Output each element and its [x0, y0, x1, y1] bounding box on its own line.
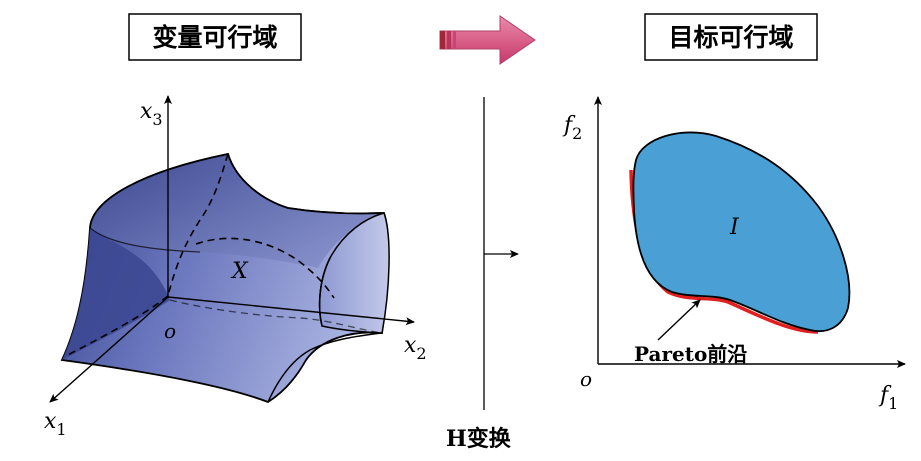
hidden-edge-4: [169, 299, 383, 334]
left-region-label: X: [230, 259, 249, 284]
x3-label: x3: [140, 99, 163, 129]
x2-label: x2: [404, 333, 427, 363]
x1-label: x1: [44, 409, 67, 439]
hidden-edge-1: [167, 153, 229, 297]
f1-label: f1: [878, 383, 898, 413]
solid-right-opening: [318, 212, 390, 334]
hidden-edge-2: [195, 237, 335, 299]
left-title: 变量可行域: [152, 23, 277, 52]
right-title-box: 目标可行域: [644, 13, 818, 61]
right-origin-label: o: [580, 367, 592, 391]
region-i-shape: [632, 131, 851, 332]
solid-top-surface: [90, 154, 384, 268]
right-axes: [594, 96, 906, 368]
left-origin-label: o: [164, 319, 176, 343]
x1-axis: [49, 296, 169, 403]
x2-axis: [167, 296, 415, 326]
right-title: 目标可行域: [668, 23, 793, 52]
left-title-box: 变量可行域: [128, 13, 302, 61]
left-axes: [49, 95, 415, 403]
objective-feasible-region: [629, 131, 851, 334]
transform-arrow-icon: [439, 15, 536, 65]
f2-label: f2: [562, 113, 582, 143]
solid-bottom-notch: [267, 332, 383, 403]
solid-front-wall: [62, 228, 170, 360]
right-region-label: I: [729, 215, 740, 240]
variable-feasible-region: [60, 152, 390, 404]
pareto-label: Pareto前沿: [634, 342, 747, 366]
pareto-pointer: [657, 299, 701, 341]
transform-label: H变换: [446, 426, 512, 452]
